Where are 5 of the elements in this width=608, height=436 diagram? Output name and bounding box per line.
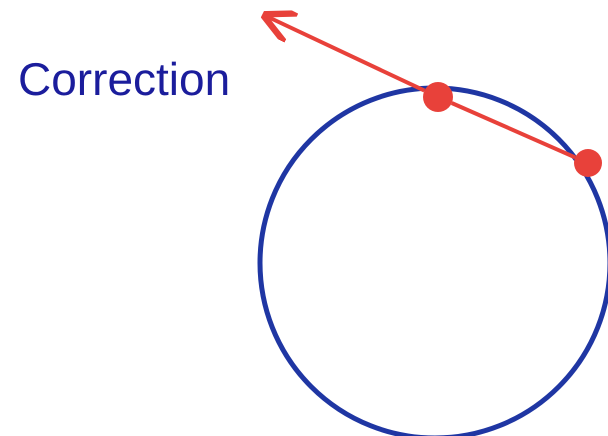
point-dot bbox=[574, 149, 602, 177]
diagram-label: Correction bbox=[18, 56, 230, 102]
arrow bbox=[259, 10, 426, 92]
line bbox=[450, 101, 576, 160]
point-dot bbox=[423, 82, 453, 112]
